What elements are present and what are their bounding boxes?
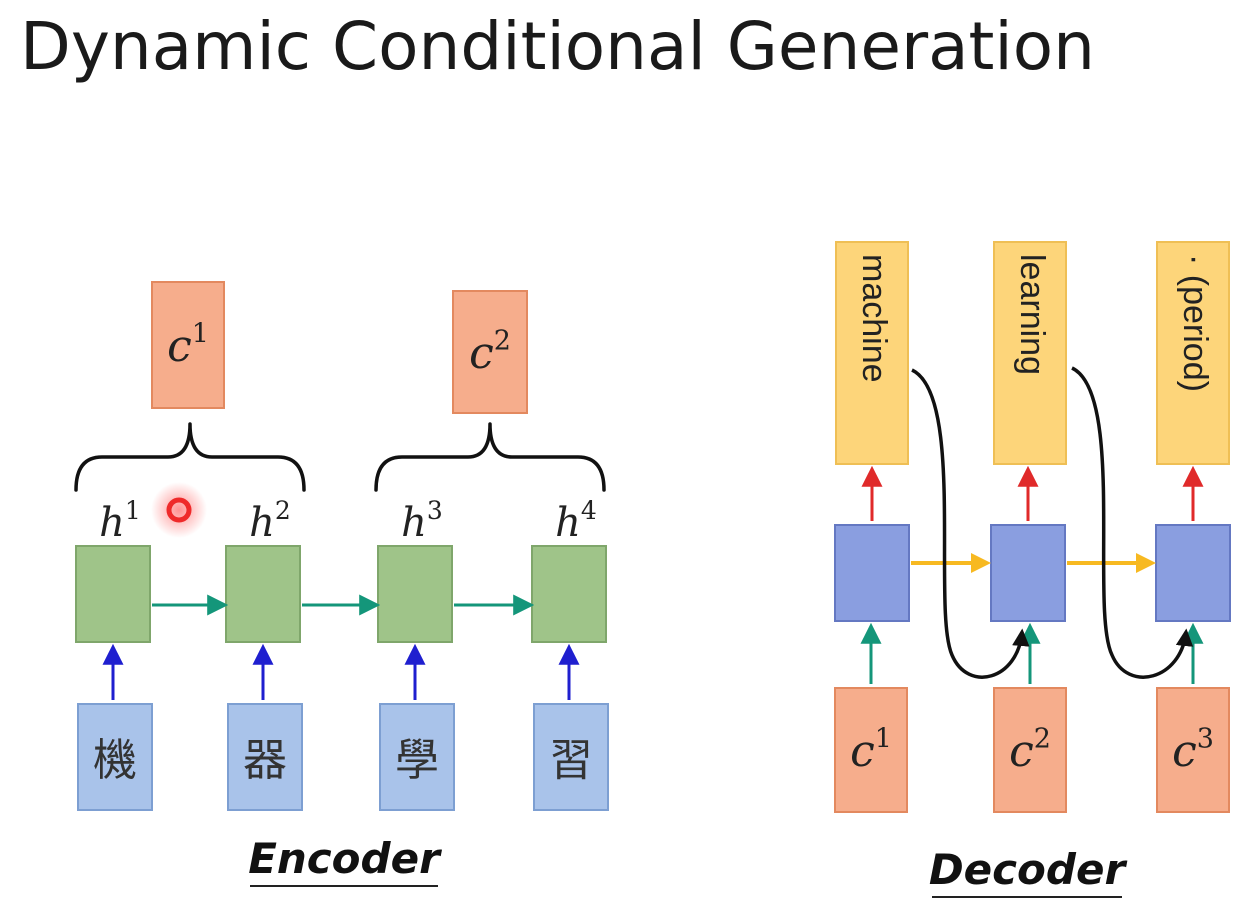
decoder-output-word: machine [855,254,893,383]
feedback-curve-machine [911,368,1030,679]
decoder-context-box [834,687,908,813]
brace-c1 [74,422,306,492]
encoder-context-label-superscript: 1 [192,319,209,350]
encoder-input-box [227,703,303,811]
encoder-context-box [151,281,225,409]
decoder-hidden-box [834,524,910,622]
brace-c2 [374,422,606,492]
encoder-hidden-label-superscript: 2 [275,496,291,525]
encoder-hidden-label: h3 [401,496,443,546]
decoder-label: Decoder [929,845,1128,894]
encoder-hidden-label-base: h [555,500,581,546]
decoder-output-word: · (period) [1176,254,1214,392]
encoder-hidden-label-superscript: 3 [427,496,443,525]
encoder-hidden-label-superscript: 1 [125,496,141,525]
decoder-output-word: learning [1013,254,1051,375]
feedback-curve-learning [1071,366,1194,679]
decoder-output-box [835,241,909,465]
slide-title: Dynamic Conditional Generation [20,8,1095,85]
encoder-hidden-label: h4 [555,496,597,546]
encoder-hidden-box [75,545,151,643]
encoder-hidden-label-base: h [401,500,427,546]
decoder-context-label-superscript: 1 [875,724,892,755]
decoder-context-label-superscript: 2 [1034,724,1051,755]
decoder-context-label-base: c [1172,726,1197,777]
laser-pointer-icon [166,497,192,523]
encoder-hidden-label-base: h [249,500,275,546]
encoder-input-char: 習 [549,735,593,786]
decoder-context-label-superscript: 3 [1197,724,1214,755]
encoder-context-box [452,290,528,414]
decoder-context-label: c1 [850,724,892,777]
decoder-context-label: c3 [1172,724,1214,777]
decoder-context-label-base: c [850,726,875,777]
encoder-hidden-label: h1 [99,496,141,546]
decoder-context-label-base: c [1009,726,1034,777]
decoder-context-box [993,687,1067,813]
encoder-input-char: 機 [93,735,137,786]
decoder-hidden-box [1155,524,1231,622]
laser-pointer-glow [151,482,207,538]
decoder-hidden-box [990,524,1066,622]
encoder-input-char: 學 [395,735,439,786]
encoder-hidden-box [377,545,453,643]
encoder-hidden-box [225,545,301,643]
encoder-hidden-label: h2 [249,496,291,546]
encoder-hidden-label-base: h [99,500,125,546]
encoder-input-char: 器 [243,735,287,786]
encoder-input-box [533,703,609,811]
decoder-output-box [1156,241,1230,465]
encoder-hidden-label-superscript: 4 [581,496,597,525]
encoder-context-label-superscript: 2 [494,326,511,357]
decoder-output-box [993,241,1067,465]
encoder-context-label-base: c [167,321,192,372]
decoder-context-label: c2 [1009,724,1051,777]
encoder-context-label: c2 [469,326,511,379]
encoder-context-label-base: c [469,328,494,379]
encoder-context-label: c1 [167,319,209,372]
encoder-label: Encoder [248,834,442,883]
encoder-input-box [379,703,455,811]
decoder-context-box [1156,687,1230,813]
encoder-hidden-box [531,545,607,643]
encoder-input-box [77,703,153,811]
